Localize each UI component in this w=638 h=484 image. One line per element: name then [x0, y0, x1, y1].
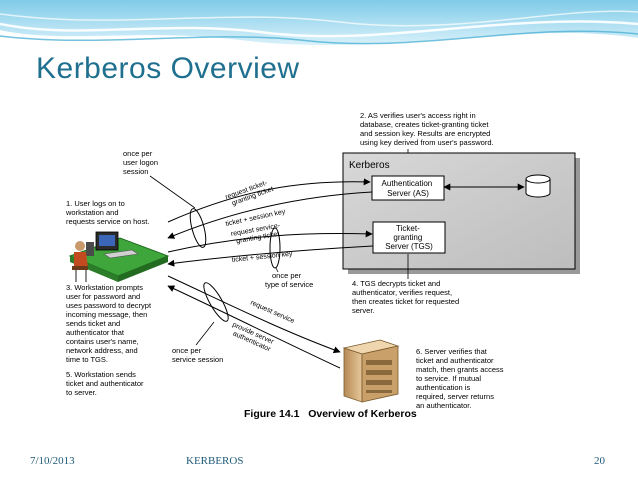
workstation-icon: [68, 231, 170, 282]
as-server-box: Authentication Server (AS): [371, 175, 445, 201]
note-step5: 5. Workstation sends ticket and authenti…: [66, 370, 146, 397]
note-step1: 1. User logs on to workstation and reque…: [65, 199, 149, 226]
service-type-loop: [269, 227, 281, 269]
figure-caption: Figure 14.1 Overview of Kerberos: [244, 408, 417, 420]
note-once-per-service-session: once per service session: [172, 346, 223, 364]
as-server-label: Authentication Server (AS): [382, 179, 435, 198]
logon-session-loop: [189, 208, 207, 248]
note-tgs-decrypts: 4. TGS decrypts ticket and authenticator…: [352, 279, 461, 315]
kerberos-label: Kerberos: [349, 160, 390, 171]
server-icon: [342, 339, 400, 403]
service-session-loop: [203, 282, 229, 322]
page-number: 20: [594, 455, 605, 467]
tgs-server-box: Ticket- granting Server (TGS): [372, 221, 446, 254]
label-request-sgt: request service- granting ticket: [230, 222, 284, 246]
note-session-leader: [195, 321, 215, 346]
note-server-verifies: 6. Server verifies that ticket and authe…: [416, 347, 506, 410]
note-logon-leader: [149, 175, 196, 209]
database-icon: [525, 174, 551, 198]
note-once-per-service-type: once per type of service: [265, 271, 313, 289]
label-request-service: request service: [249, 299, 295, 325]
note-once-per-logon: once per user logon session: [123, 149, 160, 176]
ticket-arrows: [167, 178, 374, 369]
footer-date: 7/10/2013: [30, 455, 75, 467]
label-ticket-session-key-2: ticket + session key: [231, 251, 293, 264]
label-request-tgt: request ticket- granting ticket: [225, 178, 275, 208]
note-as-verifies: 2. AS verifies user's access right in da…: [360, 111, 494, 147]
header-wave-decoration: [0, 0, 638, 45]
tgs-server-label: Ticket- granting Server (TGS): [385, 224, 433, 251]
kerberos-box: Kerberos: [342, 152, 580, 274]
note-type-leader: [275, 267, 279, 273]
note-step3: 3. Workstation prompts user for password…: [66, 283, 153, 364]
footer-center-label: KERBEROS: [186, 455, 244, 467]
slide-title: Kerberos Overview: [36, 52, 300, 85]
